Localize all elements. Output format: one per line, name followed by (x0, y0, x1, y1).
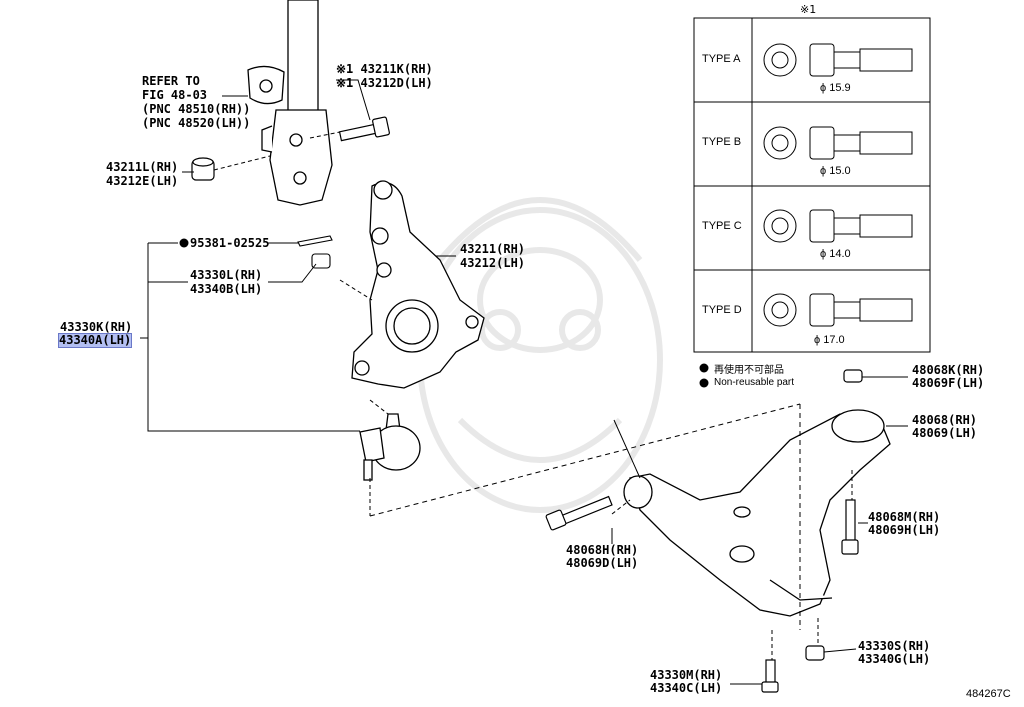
part-label-43330M-rh[interactable]: 43330M(RH) (650, 668, 723, 682)
bolt-43211K-illustration (338, 116, 390, 142)
part-label-43212E-lh[interactable]: 43212E(LH) (106, 174, 179, 188)
bolt-type-d-diameter: ϕ 17.0 (814, 334, 845, 346)
cotter-pin-illustration (297, 235, 333, 247)
star-prefix: ※1 (336, 76, 354, 90)
nut-43330S-illustration (805, 645, 825, 661)
reference-line-3: (PNC 48510(RH)) (142, 102, 251, 116)
lower-arm-illustration (623, 409, 891, 617)
strut-illustration (247, 0, 333, 206)
nut-48068K-illustration (843, 369, 863, 383)
reference-line-4: (PNC 48520(LH)) (142, 116, 251, 130)
part-label-43340G-lh[interactable]: 43340G(LH) (858, 652, 931, 666)
bolt-type-d-label: TYPE D (702, 304, 742, 316)
part-label-48068K-rh[interactable]: 48068K(RH) (912, 363, 985, 377)
bolt-type-c-label: TYPE C (702, 220, 742, 232)
part-label-43330S-rh[interactable]: 43330S(RH) (858, 639, 931, 653)
part-label-43330L-rh[interactable]: 43330L(RH) (190, 268, 263, 282)
part-label-43330K-rh[interactable]: 43330K(RH) (60, 320, 133, 334)
part-label-43340A-lh[interactable]: 43340A(LH) (57, 333, 133, 348)
part-label-95381-02525[interactable]: 95381-02525 (190, 236, 270, 250)
part-label-48069H-lh[interactable]: 48069H(LH) (868, 523, 941, 537)
bolt-43330M-illustration (761, 659, 779, 693)
leader-lines (140, 79, 908, 685)
bolt-48068M-illustration (841, 499, 859, 555)
bolt-type-a-diameter: ϕ 15.9 (820, 82, 851, 94)
ball-joint-illustration (359, 413, 421, 481)
part-label-48068M-rh[interactable]: 48068M(RH) (868, 510, 941, 524)
part-label-43212D-lh[interactable]: ※1 43212D(LH) (336, 77, 433, 90)
bolt-48068H-illustration (545, 495, 613, 531)
part-label-48069F-lh[interactable]: 48069F(LH) (912, 376, 985, 390)
bolt-type-b-diameter: ϕ 15.0 (820, 165, 851, 177)
watermark-emblem (417, 197, 663, 513)
castle-nut-illustration (311, 253, 331, 269)
nut-43211L-illustration (191, 157, 215, 181)
part-number: 43212D(LH) (360, 76, 433, 90)
bolt-type-c-diameter: ϕ 14.0 (820, 248, 851, 260)
part-label-43211K-rh[interactable]: ※1 43211K(RH) (336, 63, 433, 76)
part-label-48068H-rh[interactable]: 48068H(RH) (566, 543, 639, 557)
legend-non-reusable-jp: 再使用不可部品 (714, 365, 784, 376)
part-label-43340C-lh[interactable]: 43340C(LH) (650, 681, 723, 695)
bolt-type-a-label: TYPE A (702, 53, 741, 65)
part-label-43211L-rh[interactable]: 43211L(RH) (106, 160, 179, 174)
part-label-48069D-lh[interactable]: 48069D(LH) (566, 556, 639, 570)
part-label-43212-lh[interactable]: 43212(LH) (460, 256, 526, 270)
reference-line-1: REFER TO (142, 74, 200, 88)
table-star-header: ※1 (800, 3, 817, 16)
reference-line-2[interactable]: FIG 48-03 (142, 88, 208, 102)
star-prefix: ※1 (336, 62, 354, 76)
figure-code: 484267C (966, 688, 1011, 700)
part-label-48069-lh[interactable]: 48069(LH) (912, 426, 978, 440)
part-number: 43211K(RH) (360, 62, 433, 76)
legend-bullets (179, 238, 709, 388)
bolt-type-b-label: TYPE B (702, 136, 742, 148)
legend-non-reusable-en: Non-reusable part (714, 377, 795, 388)
steering-knuckle-illustration (351, 180, 485, 389)
part-label-43340B-lh[interactable]: 43340B(LH) (190, 282, 263, 296)
part-label-48068-rh[interactable]: 48068(RH) (912, 413, 978, 427)
bolt-type-icons (763, 43, 913, 327)
bolt-type-table (693, 17, 931, 353)
part-label-43211-rh[interactable]: 43211(RH) (460, 242, 526, 256)
